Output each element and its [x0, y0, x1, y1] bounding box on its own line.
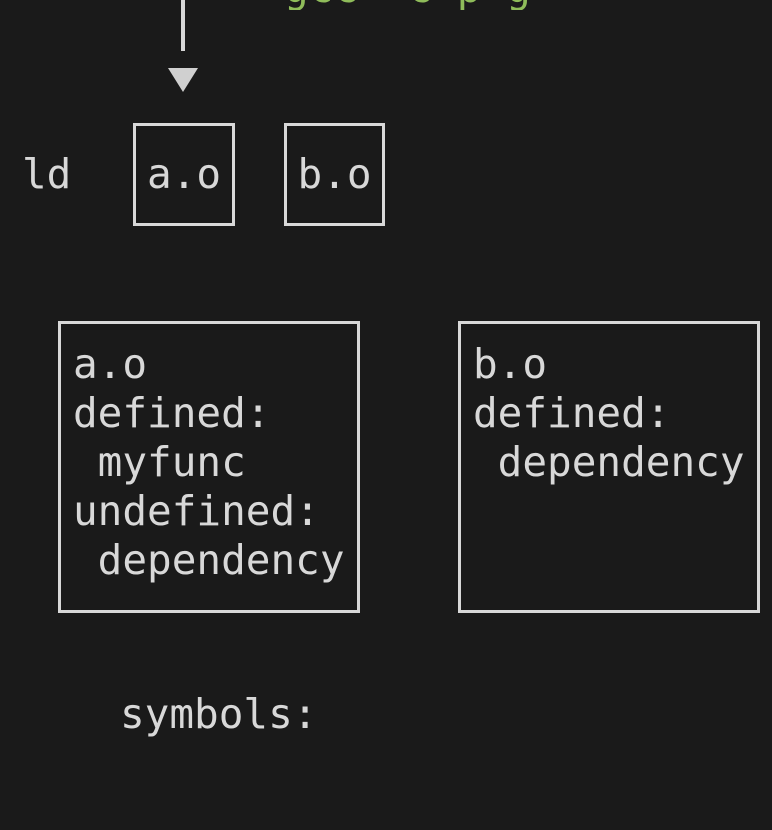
stage-label-ld: ld: [22, 150, 72, 198]
detail-line-a-1: defined:: [73, 389, 271, 437]
object-file-label-a: a.o: [146, 150, 222, 198]
detail-line-a-3: undefined:: [73, 487, 320, 535]
clipped-command-label: gcc -c p g: [284, 0, 531, 10]
symbol-detail-box-b: b.o defined: dependency: [458, 321, 760, 613]
symbol-detail-box-a: a.o defined: myfunc undefined: dependenc…: [58, 321, 360, 613]
object-file-box-b[interactable]: b.o: [284, 123, 385, 226]
object-file-label-b: b.o: [297, 150, 372, 198]
symbols-caption: symbols:: [120, 690, 318, 738]
detail-line-a-0: a.o: [73, 340, 148, 388]
connector-line: [181, 0, 185, 51]
detail-line-b-1: defined:: [473, 389, 671, 437]
detail-line-b-0: b.o: [473, 340, 548, 388]
detail-line-b-4: [473, 536, 757, 585]
detail-line-b-3: [473, 487, 757, 536]
detail-line-b-2: dependency: [473, 438, 745, 486]
detail-line-a-2: myfunc: [73, 438, 246, 486]
down-arrow-icon: [168, 68, 198, 92]
top-clipped-command-text: gcc -c p g: [0, 0, 772, 10]
object-file-box-a[interactable]: a.o: [133, 123, 235, 226]
detail-line-a-4: dependency: [73, 536, 345, 584]
